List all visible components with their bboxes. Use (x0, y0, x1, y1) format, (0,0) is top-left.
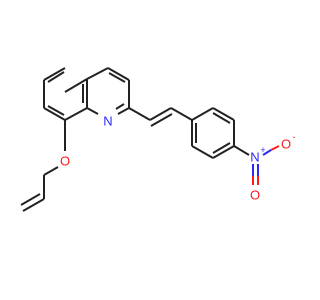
bond-cb-ar (170, 107, 193, 121)
bond-nitro-n-o-minus-red (270, 145, 280, 151)
bond-c2-n1 (117, 107, 130, 115)
vinyl-linker (128, 107, 193, 127)
bond-c4-c3 (107, 67, 130, 81)
bond-c6-c5-inner (47, 71, 65, 83)
bond-c8-c7-inner (47, 105, 65, 116)
bond-c8a-c8 (64, 107, 88, 121)
allyloxy-group (20, 120, 66, 212)
structure-canvas: N O N + O - O (20, 67, 296, 212)
nitro-oxygen-minus-charge: - (293, 132, 296, 142)
molecule-structure: N O N + O - O (20, 67, 296, 212)
bond-c2-n1-inner (115, 103, 125, 110)
bond-o-ch2 (43, 166, 59, 176)
bond-c5-c4a (64, 78, 88, 93)
bond-c6-c5 (43, 67, 66, 81)
bond-ar2-ar3 (212, 107, 235, 121)
bond-ca-cb-double (150, 113, 173, 127)
bond-ch-ch2-double (20, 193, 41, 206)
bond-nitro-n-o-minus (262, 149, 272, 156)
nitro-oxygen-double-label: O (250, 188, 260, 203)
nitro-nitrogen-label: N (250, 150, 259, 165)
pyridine-ring (86, 67, 130, 115)
benzo-ring (43, 67, 88, 121)
nitro-oxygen-minus-label: O (281, 137, 291, 152)
nitro-nitrogen-charge: + (260, 145, 265, 155)
bond-ca-cb (149, 107, 172, 121)
bond-c2-ca (128, 107, 151, 121)
bond-ar1-ar2 (191, 107, 214, 121)
bond-ar4-nitro-n (233, 145, 250, 156)
bond-ar2-ar3-inner (212, 112, 231, 124)
bond-c8-c7 (43, 107, 66, 121)
bond-ar4-ar5-inner (212, 142, 231, 154)
bond-ar4-ar5 (212, 145, 235, 159)
bond-n1-c8a (86, 107, 99, 115)
bond-c4-c3-inner (108, 72, 126, 83)
bond-ar5-ar6 (191, 145, 214, 159)
quinoline-nitrogen-label: N (103, 114, 112, 129)
nitro-group (233, 145, 280, 185)
bond-c4a-c4 (86, 67, 109, 80)
bond-ch-ch2 (22, 198, 45, 212)
ether-oxygen-label: O (60, 154, 70, 169)
nitrophenyl-ring (191, 107, 235, 159)
